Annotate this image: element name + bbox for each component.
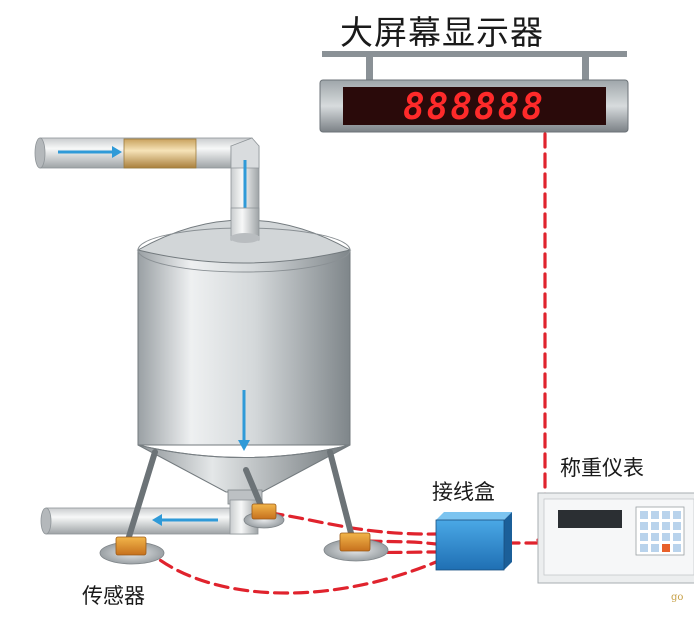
junction-box-label: 接线盒 (432, 480, 495, 504)
junction-box-front (435, 519, 505, 571)
load-cells (99, 503, 389, 565)
support-leg (243, 467, 265, 511)
load-cell (251, 503, 277, 520)
signal-line-display (536, 132, 547, 542)
load-cell (339, 532, 371, 552)
inlet-pipe-opening (34, 137, 46, 169)
display-mount-post (366, 55, 373, 82)
signal-line-sensor-upper (268, 511, 438, 536)
load-cell (115, 536, 147, 556)
signal-line-sensor-left (143, 546, 438, 595)
watermark-text: go (671, 592, 684, 603)
silo-tank (136, 207, 352, 505)
flow-arrow-head (238, 440, 250, 451)
indicator-label: 称重仪表 (560, 456, 644, 480)
outlet-pipe-opening (40, 507, 52, 535)
indicator-screen (558, 510, 622, 528)
indicator-keypad (635, 506, 685, 556)
outlet-pipe (40, 499, 259, 535)
junction-box (435, 512, 512, 571)
inlet-pipe-elbow (230, 137, 260, 169)
outlet-pipe-horizontal (45, 507, 257, 535)
display-readout: 888888 (403, 87, 545, 128)
display-title-label: 大屏幕显示器 (340, 13, 544, 52)
junction-box-top (436, 512, 512, 520)
support-leg (125, 449, 158, 543)
large-display: 888888 (319, 51, 629, 133)
sensor-label: 传感器 (82, 584, 145, 608)
inlet-pipe-entry-collar (230, 233, 260, 243)
junction-box-side (504, 512, 512, 570)
display-mount-bar (322, 51, 627, 57)
weighing-indicator (537, 492, 694, 584)
pipe-coupling (123, 138, 197, 169)
display-mount-post (582, 55, 589, 82)
support-leg (327, 449, 355, 540)
display-screen (343, 87, 606, 125)
flow-arrow-head (152, 514, 162, 526)
support-legs (125, 449, 355, 543)
flow-arrow-head (112, 146, 122, 158)
tank-bottom-edge (137, 444, 351, 458)
